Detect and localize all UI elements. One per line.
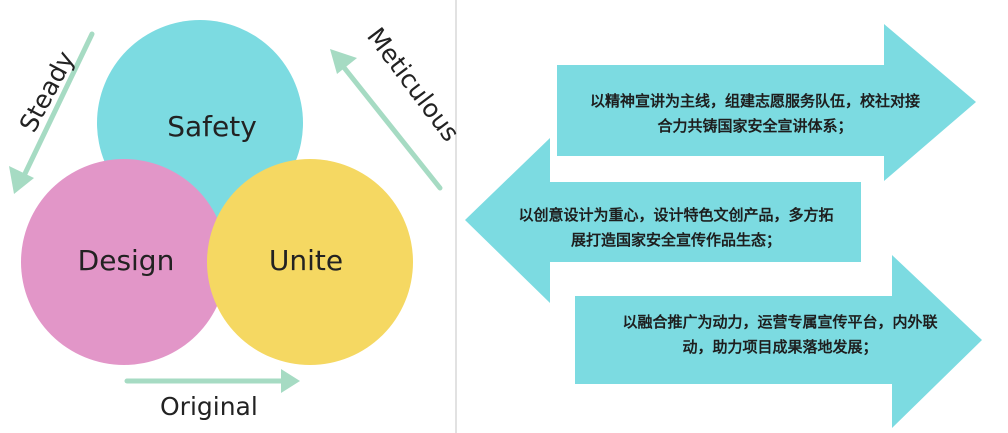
venn-diagram: Safety Design Unite bbox=[21, 20, 413, 365]
arrow-2-shape bbox=[465, 138, 861, 303]
design-label: Design bbox=[78, 244, 175, 277]
unite-circle bbox=[207, 159, 413, 365]
original-arrow-icon bbox=[124, 369, 300, 393]
arrow-2-line-2: 展打造国家安全宣传作品生态； bbox=[571, 231, 781, 249]
arrow-3-shape bbox=[575, 255, 982, 428]
unite-label: Unite bbox=[269, 244, 343, 277]
arrow-1-shape bbox=[557, 24, 976, 181]
arrow-1: 以精神宣讲为主线，组建志愿服务队伍，校社对接 合力共铸国家安全宣讲体系； bbox=[557, 24, 976, 181]
arrow-1-line-1: 以精神宣讲为主线，组建志愿服务队伍，校社对接 bbox=[590, 92, 920, 110]
cycle-arrows bbox=[9, 31, 443, 393]
arrow-3-line-1: 以融合推广为动力，运营专属宣传平台，内外联 bbox=[622, 313, 938, 331]
arrow-3: 以融合推广为动力，运营专属宣传平台，内外联 动，助力项目成果落地发展； bbox=[575, 255, 982, 428]
meticulous-label: Meticulous bbox=[361, 22, 465, 147]
safety-label: Safety bbox=[167, 110, 257, 143]
arrow-1-line-2: 合力共铸国家安全宣讲体系； bbox=[656, 117, 852, 135]
meticulous-arrow-icon bbox=[330, 49, 443, 191]
steady-arrow-icon bbox=[9, 31, 95, 194]
arrow-2: 以创意设计为重心，设计特色文创产品，多方拓 展打造国家安全宣传作品生态； bbox=[465, 138, 861, 303]
arrow-3-line-2: 动，助力项目成果落地发展； bbox=[682, 338, 877, 356]
arrow-2-line-1: 以创意设计为重心，设计特色文创产品，多方拓 bbox=[518, 206, 833, 224]
design-circle bbox=[21, 159, 227, 365]
original-label: Original bbox=[160, 392, 258, 421]
